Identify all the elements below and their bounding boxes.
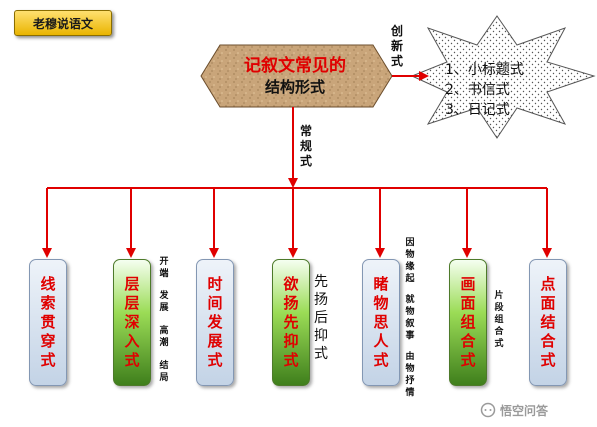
layered-note: 结局 bbox=[159, 361, 169, 383]
layered-note: 高潮 bbox=[159, 326, 169, 348]
structure-label: 点面结合式 bbox=[540, 275, 556, 369]
structure-box-suppress: 欲扬先抑式 bbox=[272, 259, 310, 386]
layered-note: 开端 bbox=[159, 257, 169, 279]
watermark: 悟空问答 bbox=[480, 400, 548, 420]
innovative-item: 3、日记式 bbox=[445, 102, 510, 118]
structure-box-layered: 层层深入式 bbox=[113, 259, 151, 386]
regular-label: 常规式 bbox=[299, 124, 312, 168]
innovative-item: 1、小标题式 bbox=[445, 62, 524, 78]
structure-box-object: 睹物思人式 bbox=[362, 259, 400, 386]
structure-box-montage: 画面组合式 bbox=[449, 259, 487, 386]
object-note: 由物抒情 bbox=[405, 352, 415, 398]
object-note: 就物叙事 bbox=[405, 295, 415, 341]
author-badge: 老穆说语文 bbox=[14, 10, 112, 36]
chat-bubble-icon bbox=[480, 402, 496, 418]
innovative-label: 创新式 bbox=[390, 24, 403, 68]
watermark-text: 悟空问答 bbox=[500, 403, 549, 418]
structure-box-point-area: 点面结合式 bbox=[529, 259, 567, 386]
montage-note: 片段组合式 bbox=[494, 291, 504, 349]
structure-box-time: 时间发展式 bbox=[196, 259, 234, 386]
title-hexagon bbox=[200, 44, 393, 108]
innovative-item: 2、书信式 bbox=[445, 82, 510, 98]
structure-label: 睹物思人式 bbox=[373, 275, 389, 369]
structure-label: 欲扬先抑式 bbox=[283, 275, 299, 369]
structure-label: 线索贯穿式 bbox=[40, 275, 56, 369]
suppress-note: 先扬后抑式 bbox=[314, 274, 328, 362]
structure-label: 画面组合式 bbox=[460, 275, 476, 369]
innovative-list: 1、小标题式 2、书信式 3、日记式 bbox=[445, 60, 555, 120]
structure-label: 时间发展式 bbox=[207, 275, 223, 369]
innovative-star bbox=[410, 15, 596, 139]
object-note: 因物缘起 bbox=[405, 238, 415, 284]
structure-label: 层层深入式 bbox=[124, 275, 140, 369]
layered-note: 发展 bbox=[159, 291, 169, 313]
structure-box-clue: 线索贯穿式 bbox=[29, 259, 67, 386]
